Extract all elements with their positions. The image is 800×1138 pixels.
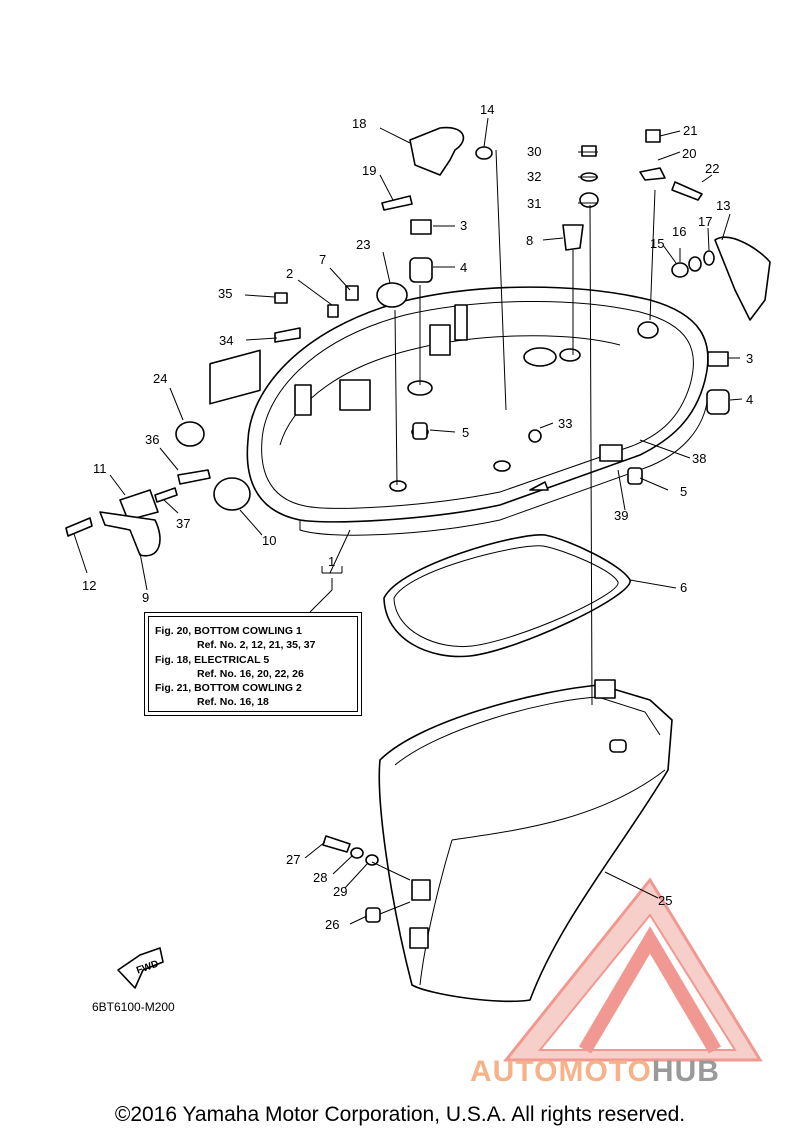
callout-9: 9 — [142, 590, 149, 605]
callout-30: 30 — [527, 144, 541, 159]
watermark-text-part1: AUTOMOTO — [470, 1055, 652, 1088]
note-line-1: Fig. 20, BOTTOM COWLING 1 — [155, 625, 302, 637]
callout-32: 32 — [527, 169, 541, 184]
seal-gasket-drawing — [383, 534, 631, 658]
callout-37: 37 — [176, 516, 190, 531]
callout-labels: 1 2 3 3 4 4 5 5 6 7 8 9 10 11 12 13 14 1… — [82, 102, 753, 977]
callout-6: 6 — [680, 580, 687, 595]
callout-39: 39 — [614, 508, 628, 523]
callout-3b: 3 — [746, 351, 753, 366]
callout-4b: 4 — [746, 392, 753, 407]
callout-36: 36 — [145, 432, 159, 447]
watermark-logo — [502, 877, 763, 1062]
callout-10: 10 — [262, 533, 276, 548]
callout-27: 27 — [286, 852, 300, 867]
callout-4a: 4 — [460, 260, 467, 275]
callout-28: 28 — [313, 870, 327, 885]
callout-31: 31 — [527, 196, 541, 211]
callout-13: 13 — [716, 198, 730, 213]
callout-12: 12 — [82, 578, 96, 593]
small-parts-drawing — [65, 126, 771, 989]
callout-14: 14 — [480, 102, 494, 117]
copyright-footer: ©2016 Yamaha Motor Corporation, U.S.A. A… — [114, 1103, 686, 1126]
callout-2: 2 — [286, 266, 293, 281]
callout-38: 38 — [692, 451, 706, 466]
callout-15: 15 — [650, 236, 664, 251]
watermark-text-part2: HUB — [651, 1055, 720, 1088]
note-line-2: Ref. No. 2, 12, 21, 35, 37 — [197, 639, 316, 651]
callout-26: 26 — [325, 917, 339, 932]
callout-24: 24 — [153, 371, 167, 386]
callout-3a: 3 — [460, 218, 467, 233]
callout-20: 20 — [682, 146, 696, 161]
callout-23: 23 — [356, 237, 370, 252]
callout-35: 35 — [218, 286, 232, 301]
note-line-6: Ref. No. 16, 18 — [197, 696, 269, 708]
note-line-5: Fig. 21, BOTTOM COWLING 2 — [155, 682, 302, 694]
callout-1: 1 — [328, 554, 335, 569]
reference-note-box: Fig. 20, BOTTOM COWLING 1 Ref. No. 2, 12… — [144, 612, 362, 716]
callout-11: 11 — [93, 461, 107, 476]
drawing-code: 6BT6100-M200 — [92, 1000, 175, 1014]
callout-29: 29 — [333, 884, 347, 899]
callout-21: 21 — [683, 123, 697, 138]
callout-34: 34 — [219, 333, 233, 348]
callout-17: 17 — [698, 214, 712, 229]
callout-7: 7 — [319, 252, 326, 267]
leader-lines — [73, 117, 743, 925]
watermark-text: AUTOMOTOHUB — [470, 1055, 720, 1089]
note-line-4: Ref. No. 16, 20, 22, 26 — [197, 668, 304, 680]
note-line-3: Fig. 18, ELECTRICAL 5 — [155, 654, 270, 666]
callout-19: 19 — [362, 163, 376, 178]
callout-8: 8 — [526, 233, 533, 248]
callout-33: 33 — [558, 416, 572, 431]
bottom-cowling-drawing — [209, 286, 709, 536]
callout-25: 25 — [658, 893, 672, 908]
callout-22: 22 — [705, 161, 719, 176]
callout-18: 18 — [352, 116, 366, 131]
callout-5b: 5 — [680, 484, 687, 499]
callout-5a: 5 — [462, 425, 469, 440]
callout-16: 16 — [672, 224, 686, 239]
lower-cover-drawing — [378, 679, 673, 1003]
